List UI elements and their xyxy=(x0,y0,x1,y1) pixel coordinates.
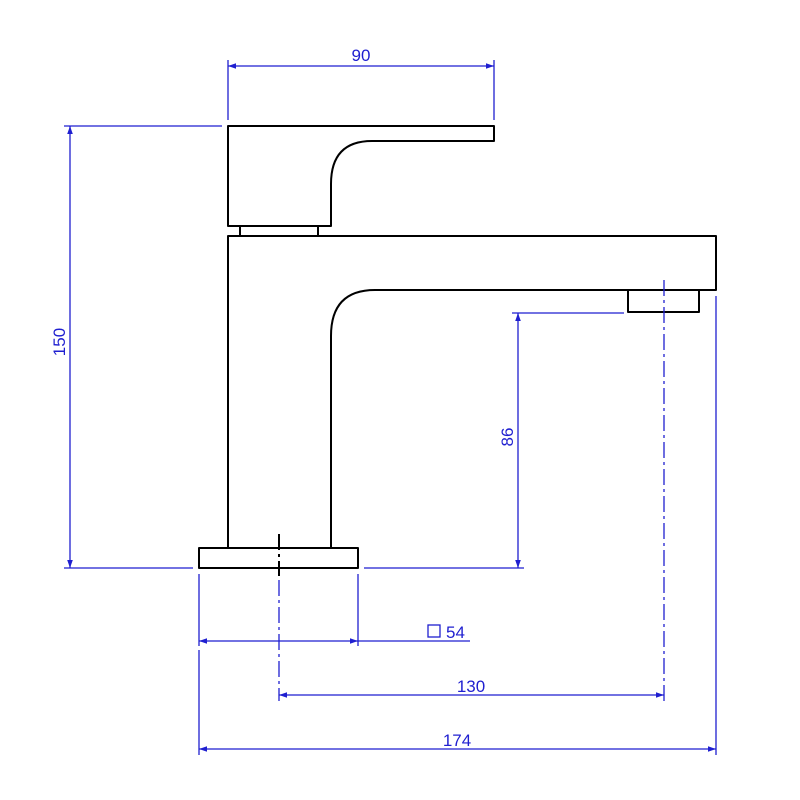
dim-174-label: 174 xyxy=(443,731,471,750)
dim-90-label: 90 xyxy=(352,46,371,65)
dim-54-label: 54 xyxy=(446,623,465,642)
faucet-body xyxy=(227,235,717,548)
dim-150-label: 150 xyxy=(50,328,69,356)
dimension-labels: 90 150 86 54 130 174 xyxy=(50,46,517,750)
handle-joint xyxy=(239,225,319,237)
dim-86-label: 86 xyxy=(498,428,517,447)
dim-130-label: 130 xyxy=(457,677,485,696)
dimension-lines xyxy=(64,60,717,755)
faucet-outline xyxy=(198,125,717,576)
lever-handle xyxy=(227,125,495,227)
square-symbol-icon xyxy=(427,624,441,638)
